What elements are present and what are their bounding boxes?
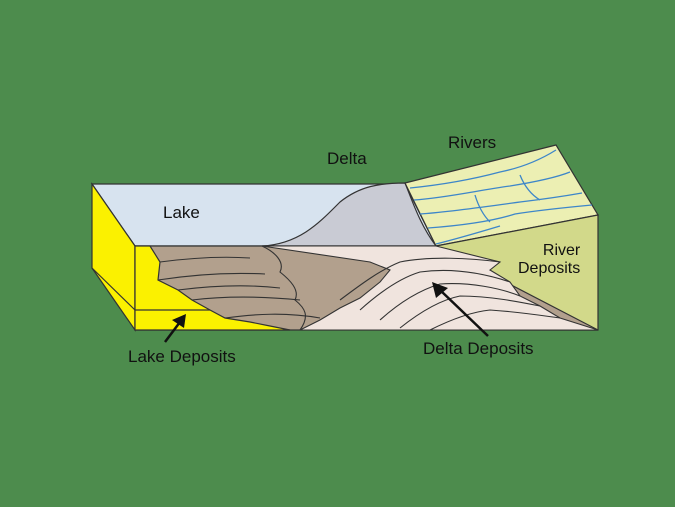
river-deposits-label-line1: River	[542, 242, 581, 259]
rivers-label: Rivers	[448, 133, 497, 152]
delta-label: Delta	[327, 149, 367, 168]
delta-deposits-arrow	[432, 282, 489, 337]
delta-surface	[261, 182, 438, 247]
river-deposits-label: River Deposits	[518, 242, 580, 277]
lake-deposits-arrow	[164, 314, 186, 343]
lake-deposit-layer-line	[91, 267, 136, 311]
delta-deposit-foresets	[339, 257, 561, 331]
prodelta-layers	[157, 245, 321, 331]
river-deposits-label-line2: Deposits	[518, 259, 581, 277]
lake-deposits-label: Lake Deposits	[128, 347, 236, 366]
delta-deposits-label: Delta Deposits	[423, 339, 534, 358]
river-channels	[409, 149, 593, 245]
lake-label: Lake	[163, 203, 200, 222]
